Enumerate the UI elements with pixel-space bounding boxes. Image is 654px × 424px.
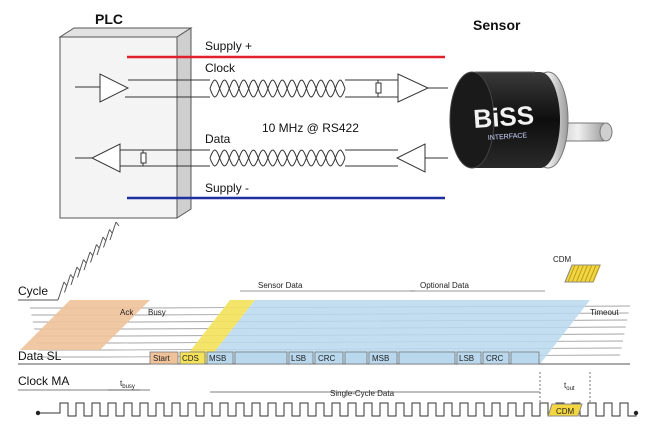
data-sl-label: Data SL xyxy=(18,349,62,363)
lsb-cell-1: LSB xyxy=(291,354,306,363)
clock-start-dot xyxy=(36,411,40,415)
encoder-image: BiSS INTERFACE xyxy=(450,72,612,168)
wiring-section: PLC Sensor Supply + Supply - Clock 10 MH xyxy=(60,11,612,218)
msb-cell-1: MSB xyxy=(209,354,226,363)
data-twisted-pair-b xyxy=(210,150,345,166)
t-busy-label: tbusy xyxy=(120,379,135,390)
clock-twisted-pair-b xyxy=(210,80,345,97)
t-out-label: tout xyxy=(564,381,575,392)
crc-cell-2: CRC xyxy=(486,354,504,363)
rate-label: 10 MHz @ RS422 xyxy=(262,121,359,135)
clock-label: Clock xyxy=(205,61,236,75)
cycle-label: Cycle xyxy=(18,284,48,298)
start-cell: Start xyxy=(153,354,171,363)
clock-receiver xyxy=(345,74,448,102)
lsb-cell-2: LSB xyxy=(459,354,474,363)
ack-label: Ack xyxy=(120,308,134,317)
busy-label: Busy xyxy=(148,308,166,317)
cds-cell: CDS xyxy=(182,354,199,363)
optional-data-label: Optional Data xyxy=(420,281,469,290)
sensor-data-label: Sensor Data xyxy=(258,281,303,290)
clock-ma-label: Clock MA xyxy=(18,374,69,388)
clock-end-dot xyxy=(634,411,638,415)
encoder-brand: BiSS xyxy=(472,100,535,134)
data-label: Data xyxy=(205,132,231,146)
timing-section: Cycle CDM Sensor Data Optional Data Ack … xyxy=(18,222,638,416)
sensor-title: Sensor xyxy=(473,17,521,33)
cdm-bottom-label: CDM xyxy=(556,407,575,416)
cycle-pulses xyxy=(58,222,119,300)
supply-minus-label: Supply - xyxy=(205,181,249,195)
crc-cell-1: CRC xyxy=(318,354,336,363)
plc-title: PLC xyxy=(95,11,123,27)
clock-square-wave xyxy=(38,403,636,416)
single-cycle-label: Single-Cycle Data xyxy=(330,389,395,398)
msb-cell-2: MSB xyxy=(372,354,389,363)
supply-plus-label: Supply + xyxy=(205,39,252,53)
timeout-label: Timeout xyxy=(590,308,619,317)
data-driver xyxy=(345,144,448,172)
cdm-top-label: CDM xyxy=(553,255,572,264)
